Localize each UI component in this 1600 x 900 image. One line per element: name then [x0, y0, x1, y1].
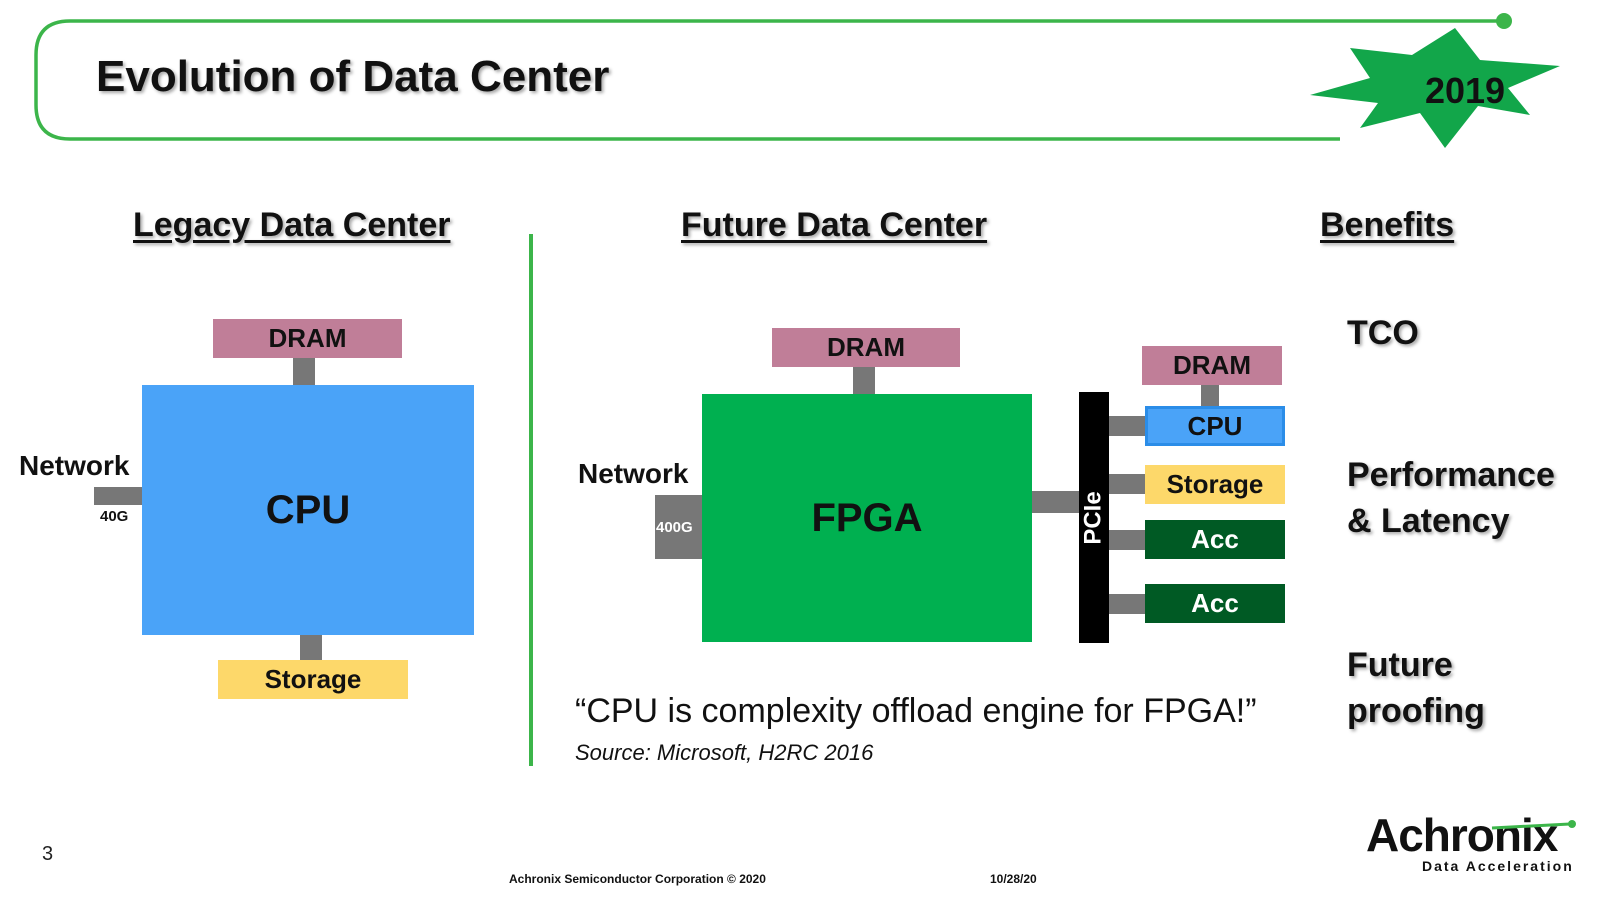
legacy-storage-label: Storage: [264, 664, 362, 694]
legacy-dram-label: DRAM: [268, 323, 347, 353]
benefit-tco: TCO: [1347, 314, 1419, 352]
year-badge-label: 2019: [1424, 70, 1506, 111]
stack-cpu-box: CPU: [1145, 406, 1285, 446]
title-frame: [34, 13, 1560, 148]
stack-acc2-box: Acc: [1145, 584, 1285, 623]
achronix-logo: Achronix: [1366, 809, 1558, 861]
benefit-performance-line1: Performance: [1347, 456, 1555, 494]
pcie-bus: PCIe: [1079, 392, 1109, 643]
footer-date: 10/28/20: [990, 872, 1037, 886]
page-number: 3: [42, 843, 54, 865]
stack-dram-connector: [1201, 385, 1219, 407]
logo-swoosh: [1491, 820, 1576, 830]
future-dram-connector: [853, 367, 875, 394]
stack-dram-label: DRAM: [1173, 350, 1251, 380]
legacy-storage-box: Storage: [218, 660, 408, 699]
stack-acc2-label: Acc: [1191, 588, 1239, 618]
footer-copyright: Achronix Semiconductor Corporation © 202…: [509, 872, 766, 886]
legacy-network-connector: [94, 487, 142, 505]
legacy-heading: Legacy Data Center: [133, 206, 451, 244]
future-dram-box: DRAM: [772, 328, 960, 367]
quote-source: Source: Microsoft, H2RC 2016: [575, 740, 874, 765]
stack-storage-connector: [1109, 474, 1145, 494]
future-speed-label: 400G: [656, 519, 693, 536]
stack-acc1-label: Acc: [1191, 524, 1239, 554]
benefit-future-line2: proofing: [1347, 692, 1485, 730]
title-border: [34, 19, 1504, 141]
legacy-cpu-label: CPU: [265, 487, 351, 532]
future-network-label: Network: [578, 458, 689, 489]
slide-title: Evolution of Data Center: [96, 52, 610, 101]
legacy-speed-label: 40G: [100, 508, 129, 525]
benefits-heading: Benefits: [1320, 206, 1455, 244]
starburst-badge: [1310, 28, 1560, 148]
section-divider: [529, 234, 533, 766]
achronix-logo-tagline: Data Acceleration: [1422, 858, 1574, 874]
stack-acc1-connector: [1109, 530, 1145, 550]
benefit-performance-line2: & Latency: [1347, 502, 1510, 540]
title-border-dot: [1496, 13, 1512, 29]
stack-cpu-label: CPU: [1187, 410, 1243, 441]
stack-acc1-box: Acc: [1145, 520, 1285, 559]
fpga-pcie-connector: [1032, 491, 1079, 513]
fpga-label: FPGA: [811, 495, 923, 540]
legacy-dram-box: DRAM: [213, 319, 402, 358]
stack-storage-label: Storage: [1166, 469, 1264, 499]
legacy-storage-connector: [300, 635, 322, 660]
legacy-dram-connector: [293, 358, 315, 385]
pcie-label: PCIe: [1080, 490, 1108, 545]
quote-text: “CPU is complexity offload engine for FP…: [575, 692, 1257, 730]
future-dram-label: DRAM: [827, 332, 905, 362]
stack-cpu-connector: [1109, 416, 1145, 436]
stack-dram-box: DRAM: [1142, 346, 1282, 385]
future-heading: Future Data Center: [681, 206, 988, 244]
stack-storage-box: Storage: [1145, 465, 1285, 504]
stack-acc2-connector: [1109, 594, 1145, 614]
legacy-network-label: Network: [19, 450, 130, 481]
fpga-box: FPGA: [702, 394, 1032, 642]
legacy-cpu-box: CPU: [142, 385, 474, 635]
benefit-future-line1: Future: [1347, 646, 1453, 684]
future-network-connector: [655, 495, 702, 559]
